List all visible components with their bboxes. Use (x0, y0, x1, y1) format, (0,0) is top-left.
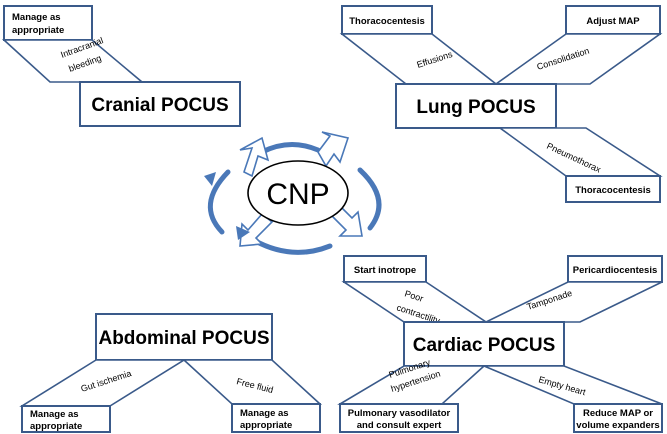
cardiac-action-3-line-2: and consult expert (357, 420, 442, 431)
lung-action-1: Thoracocentesis (349, 16, 425, 27)
cycle-arrow-top-left (239, 136, 270, 178)
cycle-arc-left (207, 169, 231, 235)
abdominal-action-2-line-1: Manage as (240, 408, 289, 419)
abdominal-action-2-line-2: appropriate (240, 420, 292, 431)
cycle-arrowhead-left (204, 172, 216, 186)
abdominal-section: Abdominal POCUS Gut ischemia Manage as a… (19, 313, 323, 433)
cardiac-section: Start inotrope Poor contractility Perica… (337, 255, 663, 433)
lung-action-box-3 (565, 175, 661, 203)
cycle-arrow-top-right (317, 131, 350, 168)
cycle-arrow-bottom-left (239, 212, 274, 247)
cardiac-action-4-line-2: volume expanders (576, 420, 659, 431)
lung-title: Lung POCUS (416, 97, 535, 118)
cardiac-action-2: Pericardiocentesis (573, 265, 658, 276)
abdominal-title: Abdominal POCUS (98, 328, 269, 349)
cardiac-action-box-4 (573, 403, 663, 433)
cranial-section: Manage as appropriate Intracranial bleed… (1, 5, 241, 127)
lung-action-3: Thoracocentesis (575, 185, 651, 196)
cardiac-action-box-3 (339, 403, 459, 433)
abdominal-action-box-2 (231, 403, 321, 433)
cardiac-title-box (403, 321, 565, 367)
cycle-arrowhead-bottom (236, 226, 250, 240)
cardiac-action-4-line-1: Reduce MAP or (583, 408, 653, 419)
abdominal-action-1-line-2: appropriate (30, 421, 82, 432)
cranial-title: Cranial POCUS (91, 95, 228, 116)
cnp-ellipse (247, 160, 349, 226)
lung-title-box (395, 83, 557, 129)
cardiac-title: Cardiac POCUS (413, 335, 556, 356)
cranial-action-1-line-1: Manage as (12, 12, 61, 23)
cardiac-finding-connector-2 (485, 281, 663, 323)
cycle-arc-right (357, 167, 382, 231)
abdominal-action-box-1 (21, 405, 111, 433)
lung-section: Thoracocentesis Effusions Adjust MAP Con… (339, 5, 663, 203)
cycle-arc-top (259, 142, 321, 155)
abdominal-action-1-line-1: Manage as (30, 409, 79, 420)
cardiac-action-1: Start inotrope (354, 265, 416, 276)
cnp-label: CNP (266, 178, 329, 211)
cranial-action-box-1 (3, 5, 93, 41)
lung-finding-connector-2 (493, 33, 663, 85)
cranial-action-1-line-2: appropriate (12, 25, 64, 36)
cycle-arc-bottom (247, 235, 333, 255)
lung-finding-connector-3 (497, 127, 663, 177)
cnp-cycle: CNP (204, 131, 382, 255)
cranial-title-box (79, 81, 241, 127)
lung-action-2: Adjust MAP (586, 16, 640, 27)
cardiac-action-box-2 (567, 255, 663, 283)
lung-action-box-1 (341, 5, 433, 35)
cardiac-action-3-line-1: Pulmonary vasodilator (348, 408, 451, 419)
